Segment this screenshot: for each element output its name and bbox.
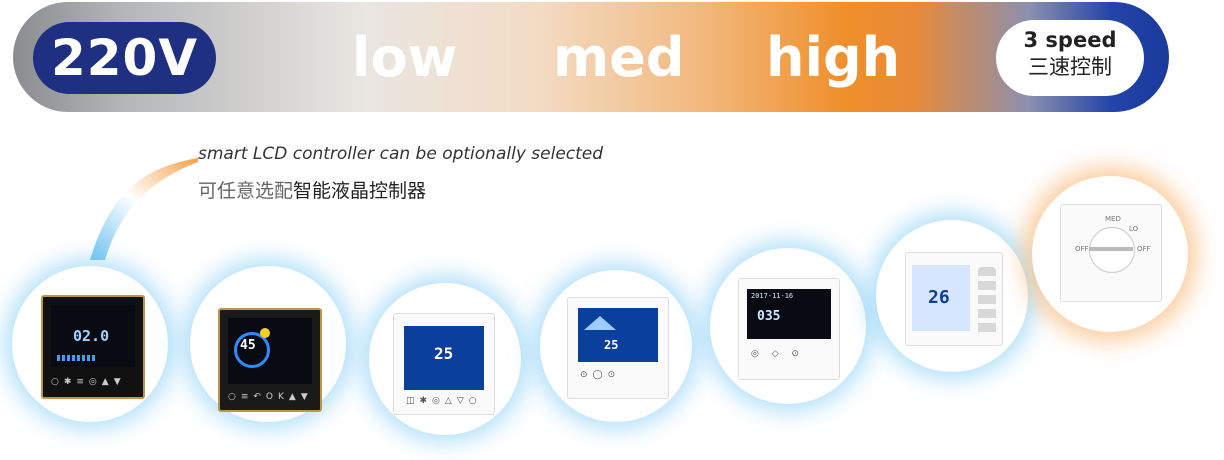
white-house-lcd-controller: 25 ⊙◯⊙ [567, 297, 669, 399]
white-side-button-controller: 26 [905, 252, 1003, 346]
device-2-screen: 45 [228, 318, 312, 384]
device-3-screen: 25 [404, 326, 484, 390]
device-7-dial-bar [1089, 247, 1133, 251]
device-6-screen: 26 [912, 265, 970, 331]
white-black-lcd-controller: 2017-11-16 035 ◎ ◇ ⊙ [738, 278, 840, 380]
caption-chinese: 可任意选配智能液晶控制器 [198, 176, 426, 203]
device-6-reading: 26 [928, 287, 950, 308]
device-7-label-off-left: OFF [1075, 245, 1089, 253]
device-2-sun-icon [260, 328, 270, 338]
device-1-buttons: ○✱≡◎▲▼ [51, 377, 126, 387]
device-2-ring-icon [234, 332, 270, 368]
device-1-reading: 02.0 [73, 327, 110, 345]
voltage-badge: 220V [33, 22, 216, 94]
white-rotary-switch: MED LO OFF OFF [1060, 204, 1162, 302]
speed-low-label: low [352, 26, 458, 89]
caption-swoosh-icon [90, 158, 198, 260]
device-5-date: 2017-11-16 [751, 292, 794, 300]
black-glass-controller: 02.0 ○✱≡◎▲▼ [41, 295, 145, 399]
device-2-reading: 45 [240, 338, 256, 353]
device-7-label-lo: LO [1129, 225, 1139, 233]
caption-chinese-dark: 智能液晶控制器 [293, 180, 427, 202]
three-speed-badge: 3 speed 三速控制 [996, 20, 1144, 96]
device-2-buttons: ○≡↶OK▲▼ [228, 392, 313, 402]
device-3-reading: 25 [434, 344, 454, 363]
device-4-reading: 25 [604, 338, 619, 352]
device-1-bars-icon [57, 355, 97, 361]
device-7-label-off-right: OFF [1137, 245, 1151, 253]
device-6-side-buttons [978, 267, 996, 337]
device-5-screen: 2017-11-16 035 [747, 289, 831, 339]
three-speed-en: 3 speed [1023, 28, 1117, 52]
device-4-buttons: ⊙◯⊙ [580, 370, 621, 380]
device-5-buttons: ◎ ◇ ⊙ [751, 349, 805, 359]
device-4-house-icon [584, 316, 616, 330]
caption-chinese-light: 可任意选配 [198, 180, 294, 202]
device-5-reading: 035 [757, 309, 781, 324]
device-3-buttons: ◫✱◎△▽○ [406, 396, 482, 406]
device-7-label-med: MED [1105, 215, 1121, 223]
speed-med-label: med [553, 26, 685, 89]
device-1-screen: 02.0 [51, 305, 135, 367]
device-4-screen: 25 [578, 308, 658, 362]
three-speed-cn: 三速控制 [1028, 55, 1112, 79]
caption-english: smart LCD controller can be optionally s… [198, 144, 604, 164]
black-glass-controller-2: 45 ○≡↶OK▲▼ [218, 308, 322, 412]
speed-high-label: high [766, 26, 901, 89]
white-blue-lcd-controller: 25 ◫✱◎△▽○ [393, 313, 495, 415]
